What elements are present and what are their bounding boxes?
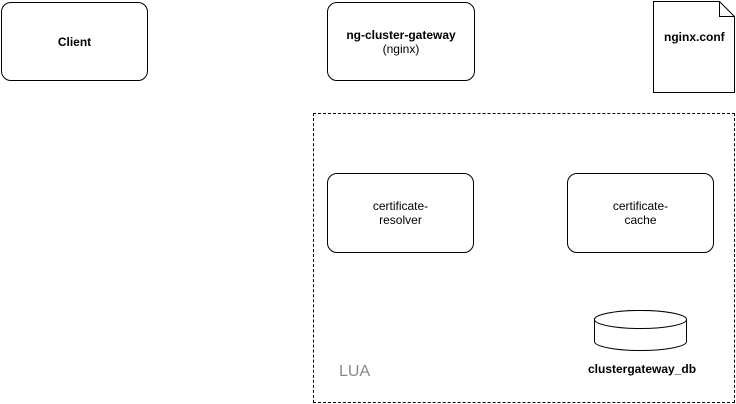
clustergateway-db-label: clustergateway_db — [588, 362, 697, 376]
nginx-conf-document-shape[interactable] — [653, 1, 735, 93]
client-node[interactable]: Client — [1, 2, 148, 81]
lua-group-label: LUA — [339, 363, 371, 380]
lua-group-boundary — [313, 113, 735, 403]
certificate-cache-node[interactable]: certificate- cache — [567, 173, 714, 253]
certificate-resolver-node[interactable]: certificate- resolver — [327, 173, 474, 253]
certificate-resolver-label-group: certificate- resolver — [373, 199, 428, 227]
certificate-cache-label-group: certificate- cache — [613, 199, 668, 227]
nginx-conf-document-fold — [719, 1, 735, 17]
gateway-title: ng-cluster-gateway — [346, 27, 456, 42]
client-label: Client — [57, 34, 92, 49]
certificate-resolver-line-2: resolver — [379, 213, 422, 227]
gateway-label-group: ng-cluster-gateway (nginx) — [346, 28, 455, 56]
gateway-node[interactable]: ng-cluster-gateway (nginx) — [327, 2, 475, 81]
certificate-cache-line-2: cache — [624, 213, 657, 227]
certificate-cache-line-1: certificate- — [612, 199, 669, 213]
gateway-subtitle: (nginx) — [382, 41, 420, 56]
nginx-conf-label: nginx.conf — [664, 30, 725, 44]
clustergateway-db-top-overlay — [594, 310, 687, 329]
certificate-resolver-line-1: certificate- — [372, 199, 429, 213]
